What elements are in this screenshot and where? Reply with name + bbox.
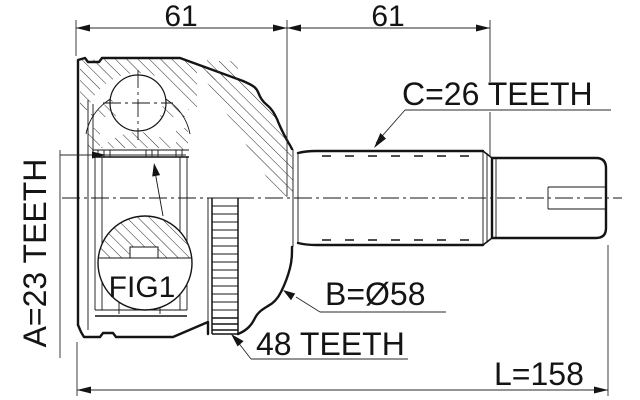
- tone-ring-teeth-bottom: [212, 317, 238, 335]
- tone-ring-band-edges: [211, 198, 239, 334]
- fig1-detail: FIG1: [97, 163, 193, 311]
- cage-wedge-left: [87, 99, 116, 117]
- output-shaft: [296, 149, 608, 247]
- race-section-left: [88, 128, 100, 150]
- label-shaft-spline: C=26 TEETH: [402, 76, 593, 112]
- outline-boot-groove-top: [241, 79, 294, 151]
- dim-L-value: L=158: [494, 356, 584, 392]
- label-48-arrow: [231, 334, 244, 347]
- dim-arrow: [77, 386, 91, 394]
- shaft-end-section: [490, 156, 608, 240]
- outline-bottom: [76, 320, 210, 339]
- cage-wedge-right: [160, 99, 189, 117]
- abs-tone-ring: [207, 57, 239, 335]
- label-b-leader: [295, 296, 321, 313]
- race-section-right: [176, 128, 188, 150]
- label-inner-spline: A=23 TEETH: [17, 159, 53, 348]
- fig1-leader-arrow: [152, 163, 161, 177]
- outline-boot-groove-bottom: [236, 245, 294, 336]
- label-b-arrow: [283, 290, 296, 301]
- label-c-arrow: [374, 133, 386, 148]
- dim-arrow: [476, 24, 490, 32]
- label-a-arrow: [92, 151, 106, 159]
- label-abs-teeth: 48 TEETH: [256, 326, 405, 362]
- fig1-label: FIG1: [109, 271, 176, 304]
- dim-arrow: [287, 24, 301, 32]
- dim-61-left-value: 61: [164, 0, 197, 33]
- dimensions: 61 61 L=158 A=23 TEETH C=26 TEETH B=Ø58 …: [17, 0, 611, 396]
- end-chamfers: [482, 150, 493, 246]
- tone-ring-teeth: [212, 197, 238, 311]
- joint-body: [76, 56, 299, 339]
- dim-arrow: [273, 24, 287, 32]
- tone-ring-section: [207, 57, 238, 80]
- fig1-spline-tooth: [129, 246, 159, 259]
- label-body-diameter: B=Ø58: [325, 276, 426, 312]
- bore-edges: [94, 157, 188, 310]
- outline-top: [76, 56, 245, 327]
- shaft-bottom-edge: [296, 241, 485, 247]
- fig1-hatch: [98, 216, 192, 258]
- shaft-top-edge: [296, 149, 485, 155]
- dim-arrow: [594, 386, 608, 394]
- dim-61-right-value: 61: [371, 0, 404, 33]
- body-slope-hatch: [180, 58, 293, 197]
- dim-arrow: [76, 24, 90, 32]
